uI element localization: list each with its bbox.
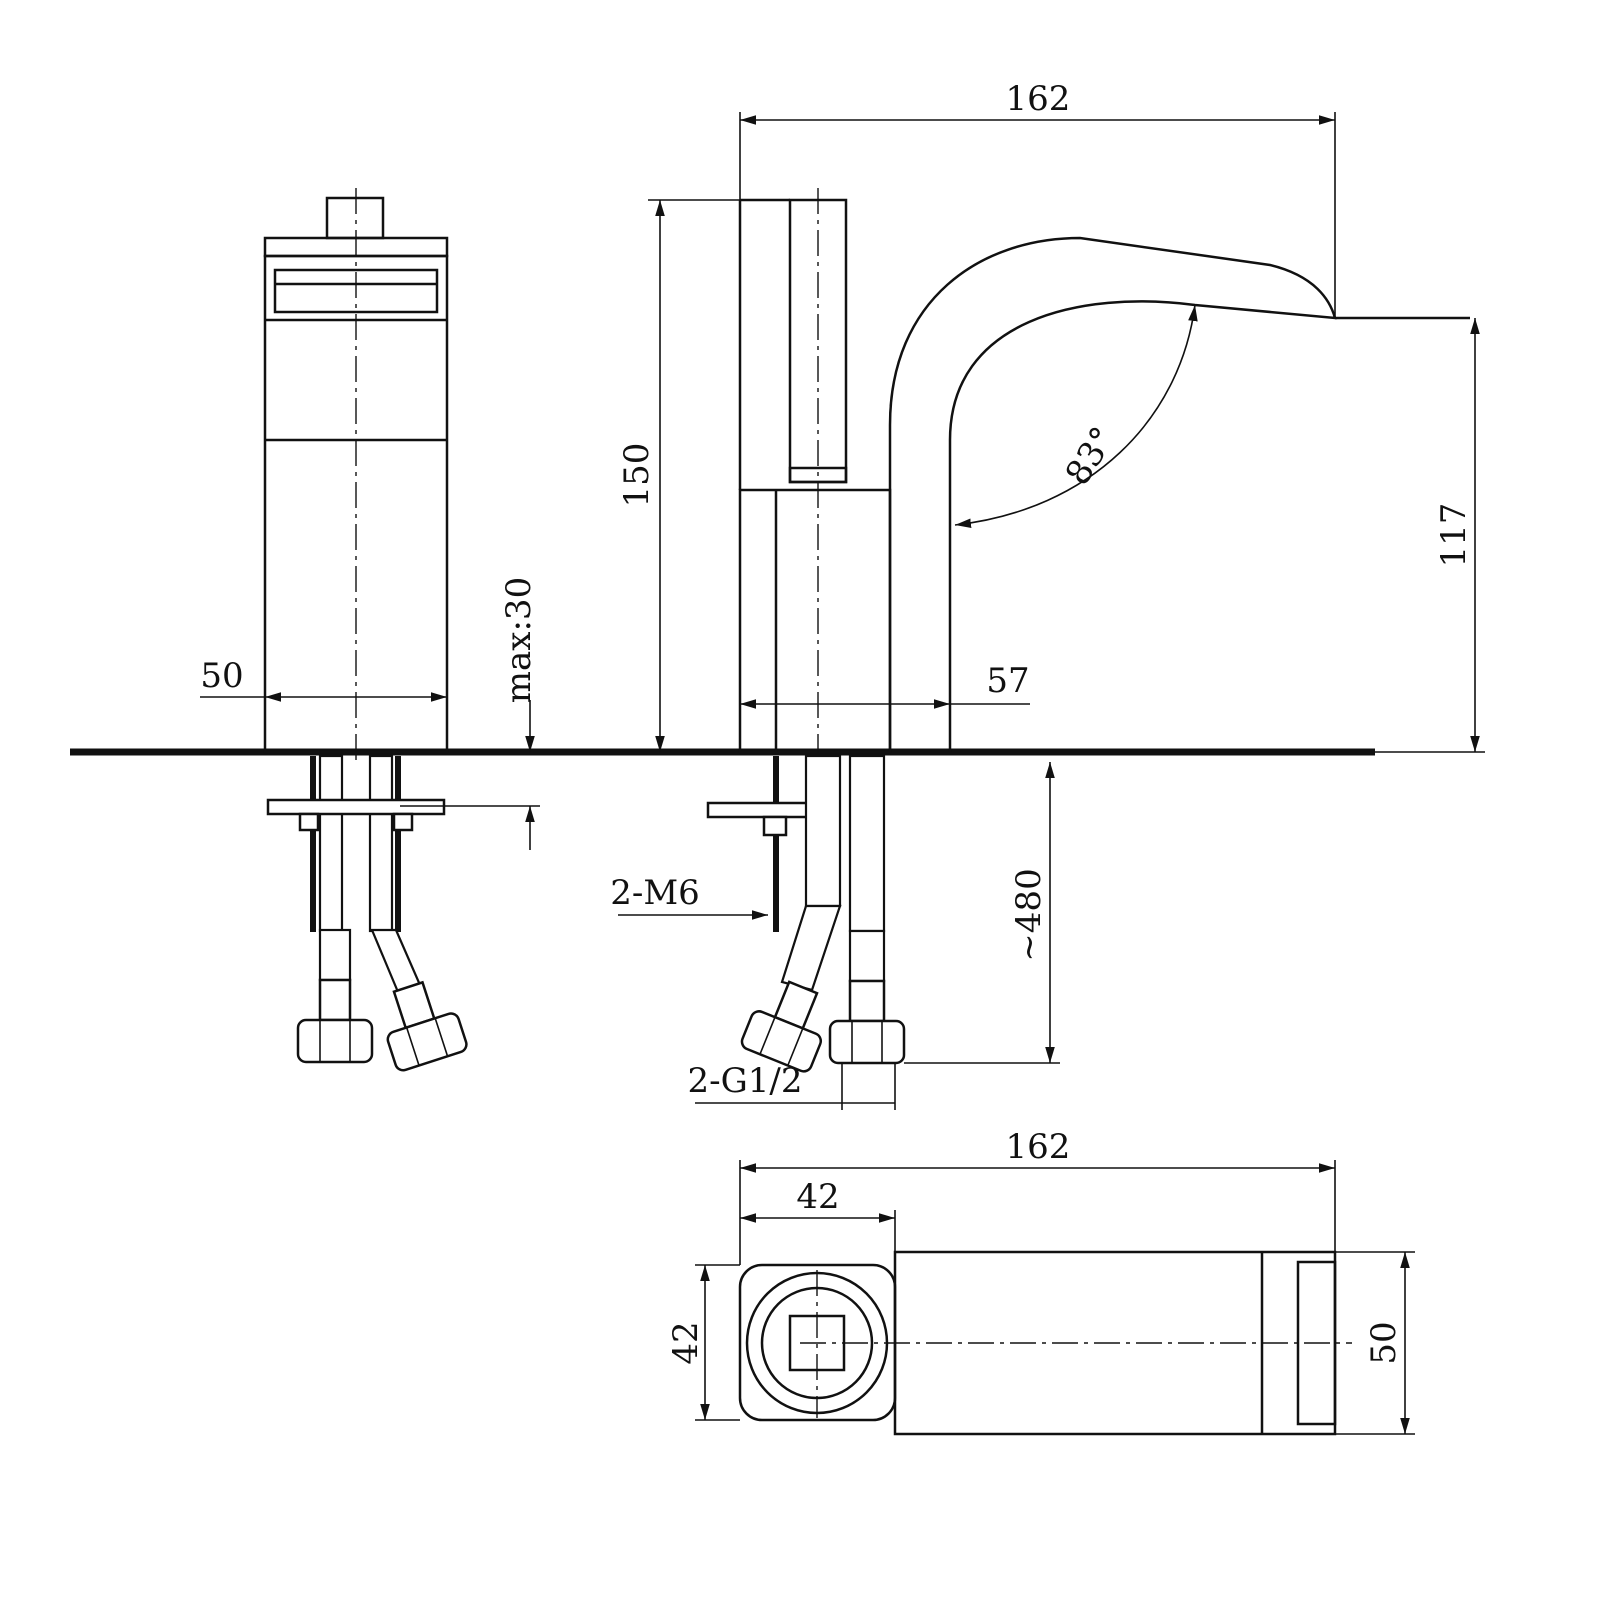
dimension-max30-label: max:30 [499, 577, 539, 703]
dimension-deck-thickness: max:30 [400, 577, 540, 850]
dimension-spout-depth-top: 50 [1335, 1251, 1415, 1435]
spout-mounting-hardware [706, 754, 906, 1073]
dimension-spout-base-width: 57 [740, 661, 1030, 709]
dimension-spout-height: 117 [1375, 318, 1485, 753]
top-view [738, 1250, 1352, 1436]
spout-base-block [738, 488, 892, 754]
dimension-overall-length-side: 162 [739, 79, 1336, 318]
dimension-studs-callout: 2-M6 [610, 873, 768, 920]
spout-curve [888, 236, 1337, 752]
dimension-spout-angle: 83° [954, 304, 1198, 528]
dimension-base-width-top: 42 [740, 1177, 896, 1252]
dimension-2-g12-label: 2-G1/2 [688, 1061, 803, 1101]
dimension-total-height: 150 [617, 199, 740, 752]
dimension-480-label: ~480 [1009, 868, 1049, 961]
dimension-hose-length: ~480 [904, 762, 1060, 1064]
dimension-handle-width: 50 [200, 656, 447, 702]
dimension-overall-length-top: 162 [739, 1127, 1336, 1265]
dimension-50-top-label: 50 [1364, 1321, 1404, 1364]
dimension-base-depth-top: 42 [666, 1264, 740, 1421]
handle-lever-slot [273, 268, 439, 314]
dimension-2-m6-label: 2-M6 [610, 873, 700, 913]
dimension-42-top-label: 42 [796, 1177, 839, 1217]
dimension-42-side-label: 42 [666, 1321, 706, 1364]
handle-side-view [263, 188, 449, 760]
dimension-117-label: 117 [1434, 503, 1474, 568]
dimension-thread-callout: 2-G1/2 [688, 1061, 896, 1110]
dimension-83-label: 83° [1058, 420, 1124, 492]
handle-knob [325, 196, 385, 240]
dimension-50-label: 50 [200, 656, 243, 696]
dimension-162-top-label: 162 [1006, 1127, 1071, 1167]
handle-mounting-hardware [266, 754, 468, 1072]
spout-side-view [738, 188, 1470, 760]
dimension-162-label: 162 [1006, 79, 1071, 119]
dimension-150-label: 150 [617, 443, 657, 508]
dimension-57-label: 57 [986, 661, 1029, 701]
